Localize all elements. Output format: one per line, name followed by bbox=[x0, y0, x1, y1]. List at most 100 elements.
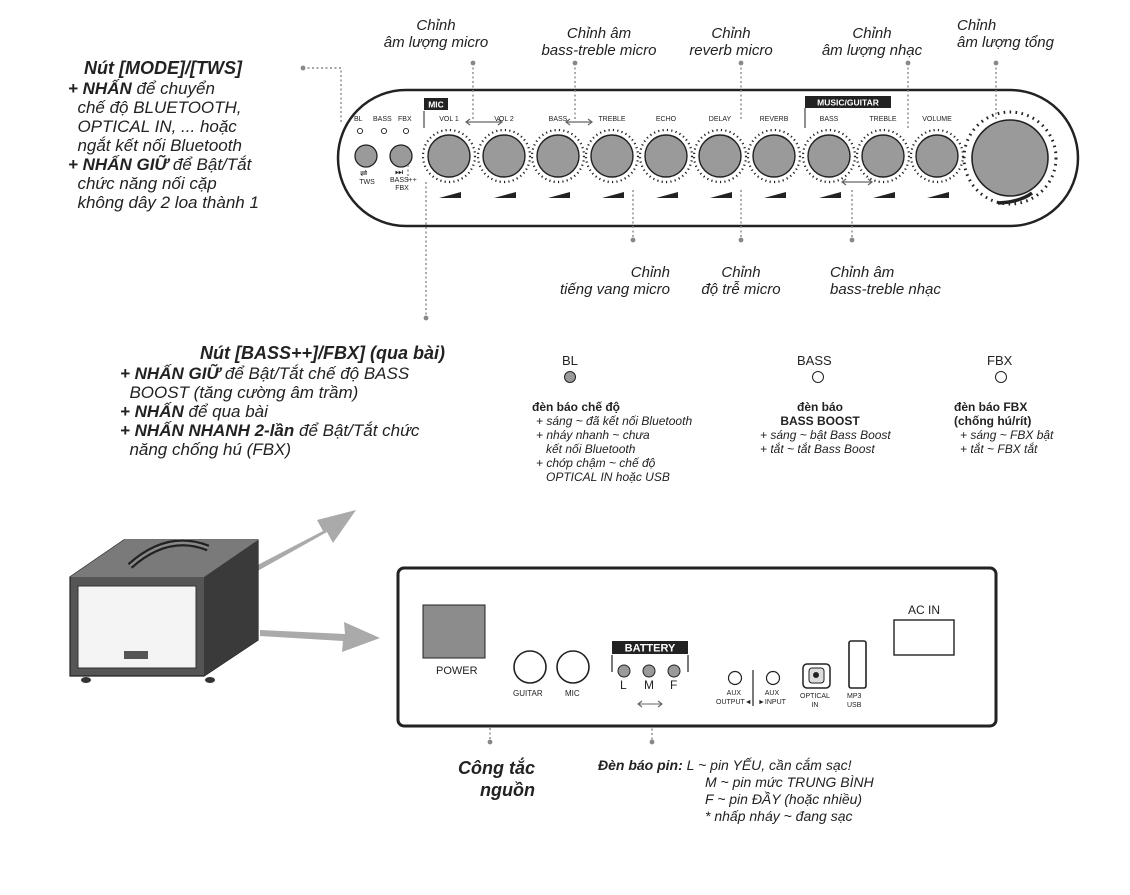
next-track-icon: ⏭ bbox=[395, 167, 404, 177]
panel-led-fbx bbox=[402, 127, 410, 135]
battery-note-m: M ~ pin mức TRUNG BÌNH bbox=[705, 774, 874, 790]
guitar-jack[interactable] bbox=[513, 650, 547, 684]
knob-label: VOLUME bbox=[922, 116, 952, 123]
mic-label: MIC bbox=[565, 689, 580, 698]
master-volume-knob[interactable] bbox=[971, 119, 1049, 197]
fbx-indicator-items: + sáng ~ FBX bật + tắt ~ FBX tắt bbox=[960, 428, 1054, 456]
bass-fbx-button[interactable] bbox=[389, 144, 413, 168]
knob-label: DELAY bbox=[708, 116, 732, 123]
knob-label: BASS bbox=[548, 116, 568, 123]
top-control-panel: MIC MUSIC/GUITAR bbox=[336, 88, 1080, 228]
label-echo: Chỉnh tiếng vang micro bbox=[559, 264, 670, 298]
battery-led-f-label: F bbox=[670, 678, 678, 692]
battery-led-m-label: M bbox=[644, 678, 654, 692]
knob-echo[interactable] bbox=[644, 134, 688, 178]
bass-indicator-led bbox=[812, 371, 824, 383]
knob-label: VOL 1 bbox=[439, 116, 459, 123]
knob-reverb[interactable] bbox=[752, 134, 796, 178]
knob-vol-1[interactable] bbox=[427, 134, 471, 178]
bass-indicator-desc: đèn báo BASS BOOST + sáng ~ bật Bass Boo… bbox=[760, 400, 950, 456]
knob-treble[interactable] bbox=[590, 134, 634, 178]
bl-indicator-items: + sáng ~ đã kết nối Bluetooth + nháy nha… bbox=[536, 414, 693, 484]
music-tag: MUSIC/GUITAR bbox=[817, 98, 879, 108]
knob-label: ECHO bbox=[655, 116, 677, 123]
bass-press-text: để qua bài bbox=[183, 402, 268, 421]
knob-delay[interactable] bbox=[698, 134, 742, 178]
mode-press-label: + NHẤN bbox=[68, 79, 132, 98]
battery-note-charging: * nhấp nháy ~ đang sạc bbox=[705, 808, 853, 824]
bass-fbx-title: Nút [BASS++]/FBX] (qua bài) bbox=[200, 343, 446, 363]
battery-led-l-label: L bbox=[620, 678, 627, 692]
aux-input-jack[interactable] bbox=[765, 670, 781, 686]
mp3-usb-port[interactable] bbox=[848, 640, 867, 689]
knob-volume[interactable] bbox=[915, 134, 959, 178]
ac-in-socket[interactable] bbox=[893, 619, 955, 656]
knob-bass[interactable] bbox=[536, 134, 580, 178]
knob-label: BASS bbox=[819, 116, 839, 123]
knob-label: TREBLE bbox=[598, 116, 626, 123]
rear-panel: BATTERY bbox=[396, 566, 998, 728]
aux-input-label: AUX ►INPUT bbox=[758, 690, 786, 706]
ac-in-label: AC IN bbox=[908, 603, 941, 617]
power-switch-note: Công tắc nguồn bbox=[457, 758, 535, 800]
mode-tws-note: Nút [MODE]/[TWS] + NHẤN để chuyển chế độ… bbox=[68, 58, 328, 212]
battery-led-m bbox=[642, 664, 656, 678]
bl-indicator-led bbox=[564, 371, 576, 383]
mic-jack[interactable] bbox=[556, 650, 590, 684]
label-delay: Chỉnh độ trễ micro bbox=[701, 264, 781, 298]
battery-note: Đèn báo pin: L ~ pin YẾU, cần cắm sạc! M… bbox=[598, 757, 998, 825]
mode-tws-title: Nút [MODE]/[TWS] bbox=[84, 58, 242, 78]
mic-tag: MIC bbox=[428, 100, 444, 110]
knob-label: REVERB bbox=[759, 116, 789, 123]
label-master-volume: Chỉnh âm lượng tổng bbox=[957, 17, 1054, 51]
battery-note-f: F ~ pin ĐẦY (hoặc nhiều) bbox=[705, 791, 863, 807]
bass-double-label: + NHẤN NHANH 2-lần bbox=[120, 421, 295, 440]
optical-label: OPTICAL IN bbox=[800, 693, 830, 709]
label-music-volume: Chỉnh âm lượng nhạc bbox=[821, 25, 923, 59]
bass-indicator-items: + sáng ~ bật Bass Boost + tắt ~ tắt Bass… bbox=[760, 428, 891, 456]
fbx-indicator-label: FBX bbox=[987, 353, 1013, 368]
label-mic-reverb: Chỉnh reverb micro bbox=[689, 25, 773, 59]
bass-press-label: + NHẤN bbox=[120, 402, 184, 421]
mode-press-text: để chuyển chế độ BLUETOOTH, OPTICAL IN, … bbox=[77, 79, 242, 155]
power-switch[interactable] bbox=[422, 604, 486, 659]
knob-vol-2[interactable] bbox=[482, 134, 526, 178]
mode-hold-text: để Bật/Tắt chức năng nối cặp không dây 2… bbox=[77, 155, 259, 212]
fbx-indicator-desc: đèn báo FBX (chống hú/rít) + sáng ~ FBX … bbox=[954, 400, 1114, 456]
bass-hold-label: + NHẤN GIỮ bbox=[120, 364, 221, 383]
svg-text:BATTERY: BATTERY bbox=[625, 643, 676, 655]
label-mic-bass-treble: Chỉnh âm bass-treble micro bbox=[541, 25, 657, 59]
bl-indicator-title: đèn báo chế độ bbox=[532, 400, 621, 414]
fbx-indicator-led bbox=[995, 371, 1007, 383]
label-mic-volume: Chỉnh âm lượng micro bbox=[383, 17, 489, 51]
power-label: POWER bbox=[436, 665, 478, 677]
bass-indicator-title: đèn báo BASS BOOST bbox=[780, 400, 860, 428]
aux-output-jack[interactable] bbox=[727, 670, 743, 686]
tws-arrow-icon: ⇌ bbox=[360, 168, 368, 178]
battery-led-f bbox=[667, 664, 681, 678]
label-music-bass-treble: Chỉnh âm bass-treble nhạc bbox=[830, 264, 941, 298]
knob-bass[interactable] bbox=[807, 134, 851, 178]
battery-note-l: L ~ pin YẾU, cần cắm sạc! bbox=[686, 757, 852, 773]
panel-led-bl bbox=[356, 127, 364, 135]
panel-label-fbx: FBX bbox=[398, 116, 412, 123]
panel-label-bass: BASS bbox=[373, 116, 392, 123]
bl-indicator-label: BL bbox=[562, 353, 578, 368]
aux-output-label: AUX OUTPUT◄ bbox=[716, 690, 752, 706]
bass-double-text: để Bật/Tắt chức năng chống hú (FBX) bbox=[129, 421, 420, 459]
speaker-illustration bbox=[69, 510, 380, 683]
tws-label: TWS bbox=[359, 179, 375, 186]
bass-indicator-label: BASS bbox=[797, 353, 832, 368]
knob-label: VOL 2 bbox=[494, 116, 514, 123]
usb-label: MP3 USB bbox=[847, 693, 862, 709]
bass-hold-text: để Bật/Tắt chế độ BASS BOOST (tăng cường… bbox=[129, 364, 410, 402]
mode-hold-label: + NHẤN GIỮ bbox=[68, 155, 169, 174]
guitar-label: GUITAR bbox=[513, 689, 543, 698]
bass-fbx-note: Nút [BASS++]/FBX] (qua bài) + NHẤN GIỮ đ… bbox=[120, 343, 540, 459]
knob-treble[interactable] bbox=[861, 134, 905, 178]
battery-led-l bbox=[617, 664, 631, 678]
fbx-indicator-title: đèn báo FBX (chống hú/rít) bbox=[954, 400, 1032, 428]
mode-tws-button[interactable] bbox=[354, 144, 378, 168]
battery-note-title: Đèn báo pin: bbox=[598, 757, 683, 773]
